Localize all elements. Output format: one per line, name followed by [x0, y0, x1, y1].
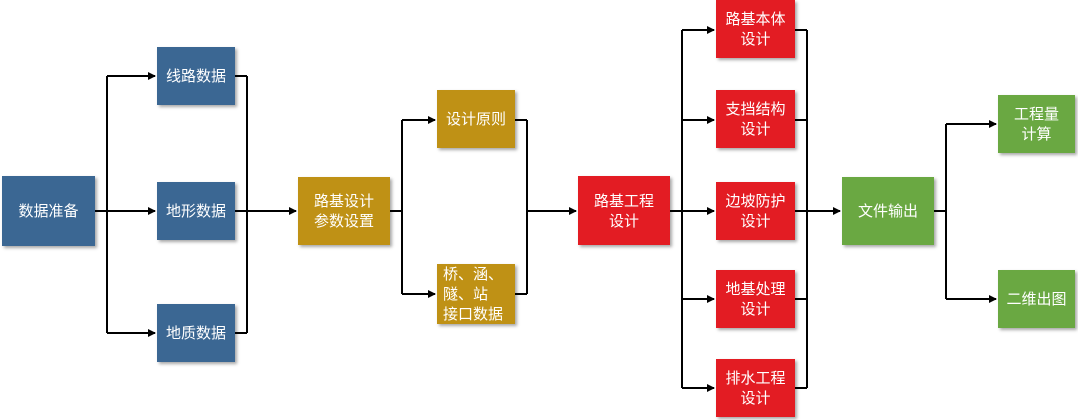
file-output-label: 文件输出: [857, 202, 918, 220]
param-settings-label-1: 路基设计: [313, 192, 374, 210]
terrain-data-label: 地形数据: [165, 202, 226, 220]
quantity-calc-node: 工程量 计算: [998, 95, 1075, 153]
drainage-engineering-label-1: 排水工程: [725, 369, 786, 387]
quantity-calc-label-2: 计算: [1021, 125, 1052, 143]
geology-data-label: 地质数据: [165, 324, 226, 342]
design-principles-node: 设计原则: [437, 90, 515, 148]
foundation-treatment-label-2: 设计: [740, 300, 771, 318]
subgrade-body-label-2: 设计: [740, 30, 771, 48]
design-principles-label: 设计原则: [445, 110, 506, 128]
interface-data-label-3: 接口数据: [443, 305, 504, 323]
route-data-node: 线路数据: [157, 47, 235, 105]
retaining-structure-label-1: 支挡结构: [725, 100, 786, 118]
interface-data-node: 桥、涵、 隧、站 接口数据: [437, 264, 515, 324]
subgrade-body-label-1: 路基本体: [725, 10, 786, 28]
drainage-engineering-node: 排水工程 设计: [716, 359, 795, 417]
route-data-label: 线路数据: [165, 67, 226, 85]
retaining-structure-label-2: 设计: [740, 120, 771, 138]
subgrade-engineering-label-2: 设计: [608, 211, 639, 230]
data-prep-node: 数据准备: [2, 176, 95, 246]
data-prep-label: 数据准备: [18, 202, 79, 220]
geology-data-node: 地质数据: [157, 304, 235, 362]
foundation-treatment-label-1: 地基处理: [725, 280, 786, 298]
subgrade-engineering-node: 路基工程 设计: [578, 176, 670, 245]
drainage-engineering-label-2: 设计: [740, 389, 771, 407]
slope-protection-label-1: 边坡防护: [725, 192, 786, 210]
drawing-2d-node: 二维出图: [998, 270, 1075, 328]
interface-data-label-1: 桥、涵、: [443, 265, 504, 283]
terrain-data-node: 地形数据: [157, 182, 235, 240]
drawing-2d-label: 二维出图: [1006, 290, 1067, 308]
subgrade-body-node: 路基本体 设计: [716, 0, 795, 58]
slope-protection-label-2: 设计: [740, 212, 771, 230]
file-output-node: 文件输出: [842, 177, 934, 245]
param-settings-label-2: 参数设置: [313, 212, 374, 230]
quantity-calc-label-1: 工程量: [1013, 105, 1059, 123]
foundation-treatment-node: 地基处理 设计: [716, 270, 795, 328]
slope-protection-node: 边坡防护 设计: [716, 182, 795, 240]
retaining-structure-node: 支挡结构 设计: [716, 90, 795, 148]
subgrade-engineering-label-1: 路基工程: [593, 191, 654, 210]
param-settings-node: 路基设计 参数设置: [298, 177, 390, 245]
interface-data-label-2: 隧、站: [443, 285, 489, 303]
